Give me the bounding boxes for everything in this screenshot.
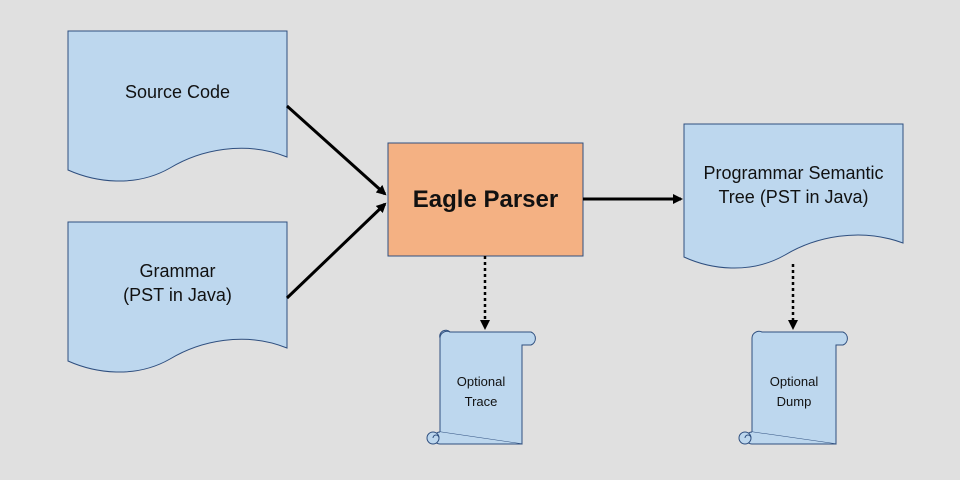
arrow-source-to-parser [285, 104, 387, 196]
dump-label: Optional Dump [752, 372, 836, 412]
trace-label-line1: Optional [456, 374, 506, 389]
dump-label-line2: Dump [776, 394, 812, 409]
source-code-label: Source Code [124, 82, 231, 102]
arrow-grammar-to-parser [285, 202, 387, 300]
grammar-label-line1: Grammar [139, 261, 216, 281]
eagle-parser-label: Eagle Parser [412, 185, 559, 213]
pst-label-line2: Tree (PST in Java) [718, 187, 869, 207]
pst-label: Programmar Semantic Tree (PST in Java) [684, 160, 903, 210]
grammar-label-line2: (PST in Java) [123, 285, 232, 305]
trace-scroll [426, 329, 536, 445]
pst-document [683, 123, 904, 269]
grammar-label: Grammar (PST in Java) [68, 258, 287, 308]
dump-label-line1: Optional [769, 374, 819, 389]
pst-label-line1: Programmar Semantic [703, 163, 884, 183]
source-code-document [67, 30, 288, 182]
trace-label: Optional Trace [440, 372, 522, 412]
dump-scroll [738, 330, 848, 445]
trace-label-line2: Trace [464, 394, 498, 409]
eagle-parser-box [387, 142, 584, 257]
grammar-document [67, 221, 288, 373]
